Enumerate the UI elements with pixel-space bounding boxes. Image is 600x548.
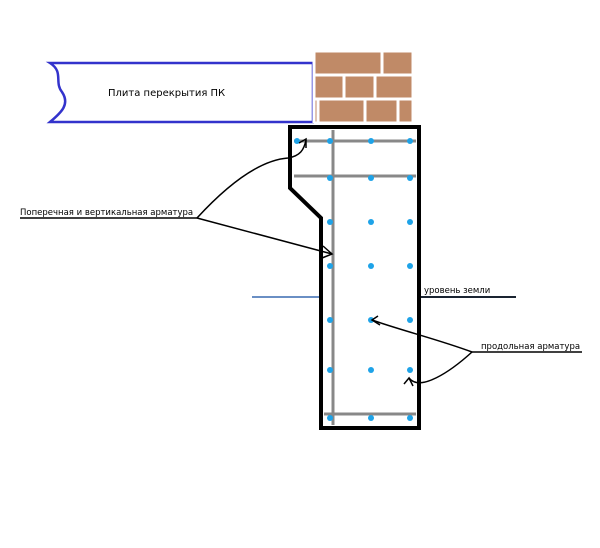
rebar-dot <box>368 263 374 269</box>
rebar-dot <box>407 415 413 421</box>
rebar-dot <box>407 138 413 144</box>
rebar-dot <box>407 175 413 181</box>
rebar-dot <box>407 367 413 373</box>
leader-to-top-rebar <box>196 139 307 219</box>
leader-to-center-rebar <box>371 319 473 353</box>
rebar-dot <box>327 317 333 323</box>
leader-lines <box>20 137 582 387</box>
foundation-outline <box>288 125 421 430</box>
rebar-dot <box>407 219 413 225</box>
rebar-dot <box>407 317 413 323</box>
rebar-dot <box>327 219 333 225</box>
rebar-dot <box>327 415 333 421</box>
transverse-vertical-rebar-label: Поперечная и вертикальная арматура <box>20 208 193 218</box>
rebar-dot <box>368 367 374 373</box>
rebar-dots <box>294 138 413 421</box>
rebar-dot <box>327 367 333 373</box>
rebar-bars <box>294 130 416 425</box>
brick-wall <box>312 49 415 125</box>
leader-to-vertical-rebar <box>196 217 333 255</box>
rebar-dot <box>368 219 374 225</box>
arrowhead-center <box>370 315 381 326</box>
rebar-dot <box>327 263 333 269</box>
rebar-dot <box>368 138 374 144</box>
rebar-dot <box>327 138 333 144</box>
longitudinal-rebar-label: продольная арматура <box>481 342 580 352</box>
rebar-dot <box>294 138 300 144</box>
floor-slab <box>45 61 315 124</box>
arrowhead-right <box>403 376 414 387</box>
leader-to-right-rebar <box>408 351 473 384</box>
ground-level-label: уровень земли <box>424 286 490 296</box>
rebar-dot <box>327 175 333 181</box>
rebar-dot <box>368 415 374 421</box>
slab-label: Плита перекрытия ПК <box>108 88 225 99</box>
rebar-dot <box>368 175 374 181</box>
arrowhead-vertical <box>321 245 334 259</box>
arrowhead-top <box>298 137 307 148</box>
rebar-dot <box>407 263 413 269</box>
